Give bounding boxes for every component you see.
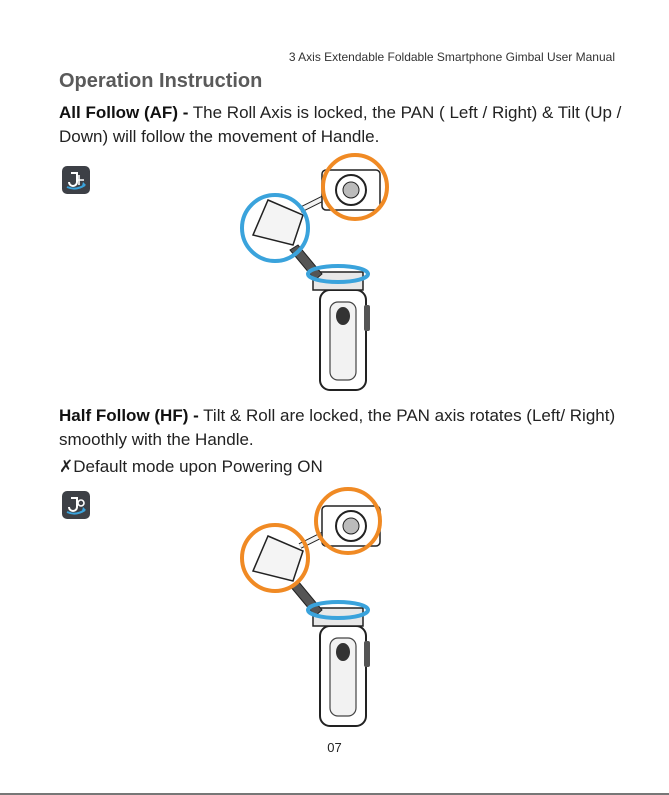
all-follow-label: All Follow (AF) - xyxy=(59,103,189,122)
manual-header: 3 Axis Extendable Foldable Smartphone Gi… xyxy=(288,50,615,64)
default-mode-note: ✗Default mode upon Powering ON xyxy=(59,457,323,477)
all-follow-gimbal-illustration xyxy=(240,153,389,391)
page-number: 07 xyxy=(327,740,342,755)
half-follow-label: Half Follow (HF) - xyxy=(59,406,199,425)
half-follow-description: Half Follow (HF) - Tilt & Roll are locke… xyxy=(59,404,629,452)
all-follow-text: The Roll Axis is locked, the PAN ( Left … xyxy=(59,103,622,146)
all-follow-mode-icon xyxy=(62,166,90,194)
half-follow-gimbal-illustration xyxy=(240,487,382,727)
half-follow-text: Tilt & Roll are locked, the PAN axis rot… xyxy=(59,406,616,449)
bottom-divider xyxy=(0,793,669,795)
note-marker: ✗ xyxy=(59,457,74,476)
all-follow-description: All Follow (AF) - The Roll Axis is locke… xyxy=(59,101,629,149)
section-title: Operation Instruction xyxy=(59,70,263,92)
note-text: Default mode upon Powering ON xyxy=(73,457,323,476)
half-follow-mode-icon xyxy=(62,491,90,519)
